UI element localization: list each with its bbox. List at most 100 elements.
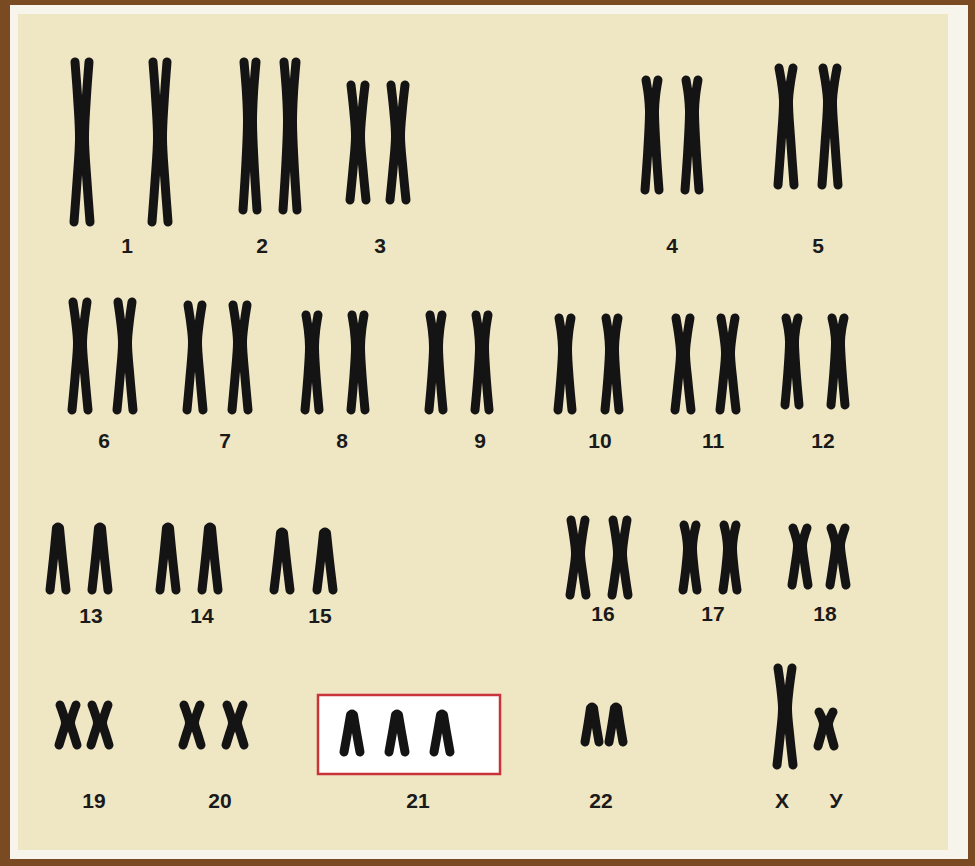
chromosome-number: 16 (591, 603, 614, 624)
chromosome-number: 10 (588, 430, 611, 451)
chromatid (59, 705, 66, 745)
chromatid (778, 68, 784, 185)
chromosome-number: 15 (308, 605, 331, 626)
chromatid (580, 520, 586, 595)
chromatid (683, 525, 688, 590)
chromatid (102, 528, 109, 590)
chromosome-number: 19 (82, 790, 105, 811)
chromosome-number: 17 (701, 603, 724, 624)
chromatid (242, 305, 248, 410)
chromatid (187, 305, 193, 410)
chromatid (614, 318, 619, 410)
page (10, 5, 968, 859)
chromatid (840, 318, 845, 405)
chromatid (360, 85, 366, 200)
chromatid (283, 62, 288, 210)
chromosome-number: 7 (219, 430, 231, 451)
chromatid (694, 80, 699, 190)
chromatid (232, 305, 238, 410)
chromatid (802, 528, 808, 585)
chromatid (102, 705, 109, 745)
chromatid (609, 708, 615, 742)
chromatid (197, 305, 203, 410)
chromosome-satellite (393, 710, 402, 719)
chromatid (92, 528, 99, 590)
chromosome-number: 5 (812, 235, 824, 256)
chromatid (127, 302, 133, 410)
chromatid (212, 528, 219, 590)
chromatid (91, 705, 98, 745)
chromatid (327, 533, 334, 590)
chromatid (429, 315, 434, 410)
chromosome-number: 6 (98, 430, 110, 451)
chromatid (243, 62, 248, 210)
chromatid (720, 318, 726, 410)
chromatid (284, 533, 291, 590)
chromatid (183, 705, 190, 745)
chromosome-satellite (438, 710, 447, 719)
chromosome-number: 1 (121, 235, 133, 256)
chromatid (594, 708, 600, 742)
chromatid (622, 520, 628, 595)
chromatid (830, 528, 836, 585)
chromatid (252, 62, 257, 210)
chromosome-satellite (278, 528, 287, 537)
chromatid (400, 85, 406, 200)
chromatid (351, 315, 356, 410)
chromatid (84, 62, 90, 222)
chromosome-number: 22 (589, 790, 612, 811)
chromatid (274, 533, 281, 590)
chromosome-number: 13 (79, 605, 102, 626)
chromatid (438, 315, 443, 410)
chromatid (314, 315, 319, 410)
chromatid (444, 715, 451, 752)
chromatid (170, 528, 177, 590)
chromosome-number: X (775, 790, 789, 811)
chromatid (831, 318, 836, 405)
chromatid (82, 302, 88, 410)
chromatid (162, 62, 168, 222)
chromatid (787, 668, 793, 765)
chromosome-satellite (54, 523, 63, 532)
chromosomes (50, 62, 846, 765)
chromatid (777, 668, 783, 765)
chromatid (612, 520, 618, 595)
chromatid (675, 318, 681, 410)
chromatid (788, 68, 794, 185)
chromatid (74, 62, 80, 222)
chromatid (792, 528, 798, 585)
chromatid (60, 528, 67, 590)
chromatid (390, 85, 396, 200)
chromosome-satellite (96, 523, 105, 532)
chromatid (785, 318, 790, 405)
chromosome-satellite (321, 528, 330, 537)
chromatid (822, 68, 828, 185)
chromatid (832, 68, 838, 185)
chromatid (72, 302, 78, 410)
chromosome-satellite (206, 523, 215, 532)
chromatid (152, 62, 158, 222)
chromatid (434, 715, 441, 752)
chromosome-satellite (588, 703, 597, 712)
chromatid (732, 525, 737, 590)
chromatid (117, 302, 123, 410)
chromatid (237, 705, 244, 745)
chromatid (350, 85, 356, 200)
chromatid (389, 715, 396, 752)
chromosome-number: 14 (190, 605, 213, 626)
chromatid (344, 715, 351, 752)
chromatid (654, 80, 659, 190)
chromosome-number: 3 (374, 235, 386, 256)
chromatid (794, 318, 799, 405)
chromosome-satellite (348, 710, 357, 719)
chromatid (645, 80, 650, 190)
chromatid (484, 315, 489, 410)
chromosome-number: 18 (813, 603, 836, 624)
chromatid (399, 715, 406, 752)
chromatid (354, 715, 361, 752)
highlight-box (318, 695, 500, 774)
chromosome-number: 11 (702, 430, 724, 451)
chromatid (723, 525, 728, 590)
chromosome-number: 8 (336, 430, 348, 451)
